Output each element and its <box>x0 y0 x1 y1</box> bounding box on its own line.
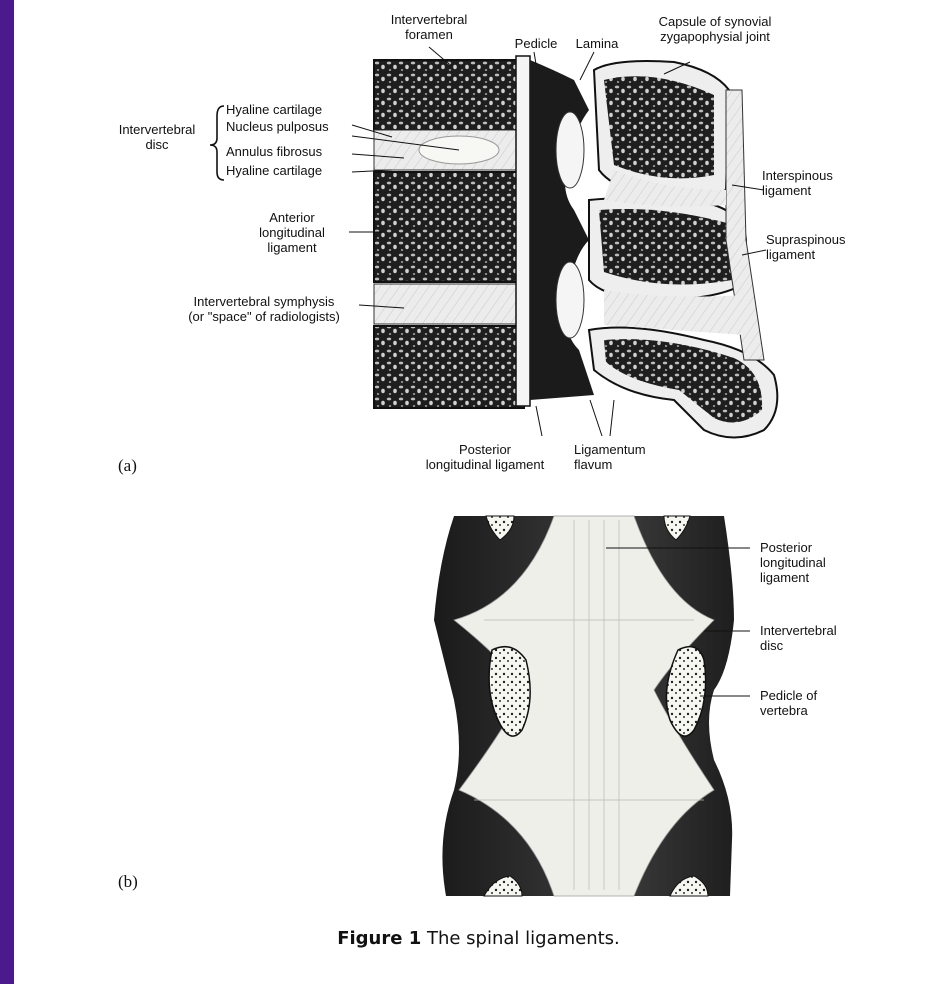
label-pedicle-of-vertebra: Pedicle of vertebra <box>760 688 817 718</box>
caption-figure-number: Figure 1 <box>337 928 421 949</box>
label-anterior-longitudinal-ligament: Anterior longitudinal ligament <box>236 210 348 255</box>
label-ligamentum-flavum: Ligamentum flavum <box>574 442 646 472</box>
label-intervertebral-symphysis: Intervertebral symphysis (or "space" of … <box>164 294 364 324</box>
label-hyaline-cartilage-top: Hyaline cartilage <box>226 102 322 117</box>
label-lamina: Lamina <box>567 36 627 51</box>
panel-b-tag: (b) <box>118 872 138 892</box>
label-intervertebral-disc-b: Intervertebral disc <box>760 623 837 653</box>
figure-page: Intervertebral foramen Pedicle Lamina Ca… <box>14 0 943 984</box>
label-capsule: Capsule of synovial zygapophysial joint <box>630 14 800 44</box>
label-hyaline-cartilage-bottom: Hyaline cartilage <box>226 163 322 178</box>
label-nucleus-pulposus: Nucleus pulposus <box>226 119 329 134</box>
label-intervertebral-foramen: Intervertebral foramen <box>374 12 484 42</box>
label-pedicle: Pedicle <box>506 36 566 51</box>
label-annulus-fibrosus: Annulus fibrosus <box>226 144 322 159</box>
label-supraspinous-ligament: Supraspinous ligament <box>766 232 846 262</box>
label-posterior-longitudinal-ligament-b: Posterior longitudinal ligament <box>760 540 826 585</box>
label-intervertebral-disc: Intervertebral disc <box>102 122 212 152</box>
label-posterior-longitudinal-ligament-a: Posterior longitudinal ligament <box>410 442 560 472</box>
figure-caption: Figure 1 The spinal ligaments. <box>14 928 943 949</box>
caption-text: The spinal ligaments. <box>421 928 620 949</box>
label-interspinous-ligament: Interspinous ligament <box>762 168 833 198</box>
panel-a-tag: (a) <box>118 456 137 476</box>
